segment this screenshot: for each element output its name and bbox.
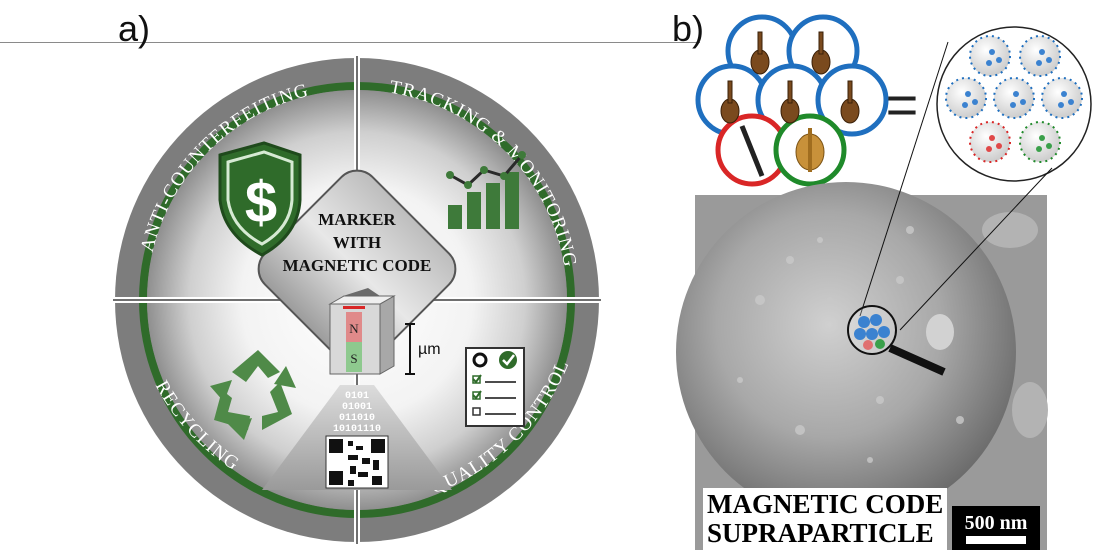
scale-bar: 500 nm bbox=[952, 506, 1040, 550]
lens-subparticles bbox=[854, 314, 890, 350]
sem-caption: MAGNETIC CODE SUPRAPARTICLE bbox=[703, 488, 948, 550]
equals-sign: = bbox=[886, 73, 919, 136]
binary-row-3: 011010 bbox=[339, 413, 375, 424]
scale-bar-line bbox=[966, 536, 1026, 544]
micrometer-label: µm bbox=[418, 341, 441, 358]
violin-icon bbox=[720, 31, 860, 124]
supraparticle-sphere bbox=[676, 182, 1016, 522]
panel-a-label: a) bbox=[118, 8, 151, 49]
center-title-line3: MAGNETIC CODE bbox=[283, 256, 432, 275]
center-title-line2: WITH bbox=[333, 233, 381, 252]
recycle-icon bbox=[210, 350, 296, 440]
top-divider-line bbox=[0, 42, 700, 43]
zoom-line-right bbox=[899, 167, 1053, 331]
surface-bumps bbox=[737, 226, 964, 463]
caption-line-1: MAGNETIC CODE bbox=[707, 489, 944, 519]
sub-particles bbox=[945, 35, 1083, 163]
growth-chart-icon bbox=[446, 151, 526, 229]
pole-north-label: N bbox=[349, 321, 359, 336]
binary-row-2: 01001 bbox=[342, 402, 372, 413]
scale-bar-label: 500 nm bbox=[964, 512, 1028, 534]
checklist-icon bbox=[465, 347, 525, 427]
center-marker-diamond bbox=[257, 169, 457, 369]
zoom-line-left bbox=[859, 41, 949, 317]
dollar-shield-icon: $ bbox=[218, 141, 302, 257]
binary-row-1: 0101 bbox=[345, 391, 369, 402]
debris-particle bbox=[926, 314, 954, 350]
panel-b-label: b) bbox=[672, 8, 705, 49]
pole-south-label: S bbox=[350, 351, 357, 366]
caption-line-2: SUPRAPARTICLE bbox=[707, 518, 934, 548]
center-title-line1: MARKER bbox=[318, 210, 396, 229]
debris-particle bbox=[1012, 382, 1048, 438]
magnet-cube-icon bbox=[328, 288, 396, 375]
trumpet-icon bbox=[795, 128, 825, 172]
svg-text:$: $ bbox=[245, 170, 277, 235]
magnifier-handle bbox=[888, 344, 946, 376]
qr-code-icon bbox=[325, 435, 389, 489]
debris-particle bbox=[982, 212, 1038, 248]
binary-row-4: 10101110 bbox=[333, 424, 381, 435]
clarinet-icon bbox=[739, 125, 765, 177]
